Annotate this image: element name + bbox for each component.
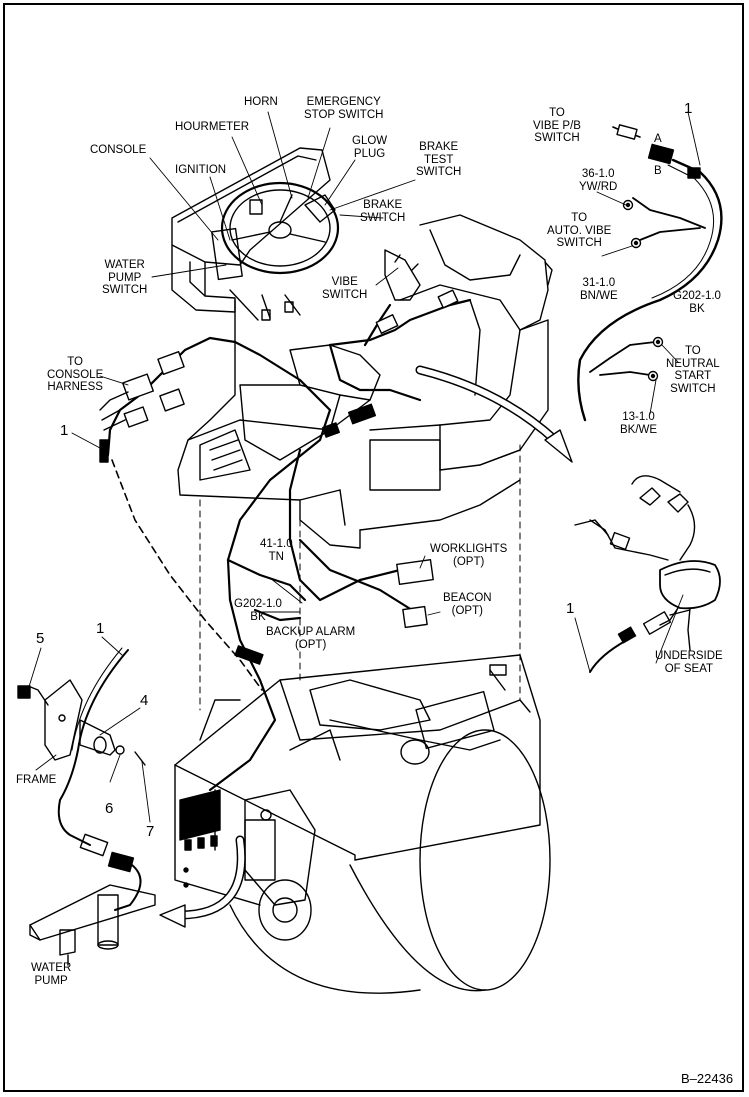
seat-detail-drawing	[574, 475, 721, 673]
label-emergency-stop-switch: EMERGENCY STOP SWITCH	[304, 96, 384, 121]
label-brake-test-switch: BRAKE TEST SWITCH	[416, 141, 462, 178]
label-beacon: BEACON (OPT)	[443, 592, 492, 617]
label-wire-g202-right: G202-1.0 BK	[673, 290, 721, 315]
label-ignition: IGNITION	[175, 164, 227, 176]
water-pump-pointer-arrow	[159, 835, 246, 928]
label-horn: HORN	[244, 96, 278, 108]
label-to-vibe-pb-switch: TO VIBE P/B SWITCH	[533, 107, 581, 144]
callout-4: 4	[140, 692, 149, 709]
label-vibe-switch: VIBE SWITCH	[322, 276, 368, 301]
callout-5: 5	[36, 630, 45, 647]
label-water-pump: WATER PUMP	[31, 962, 72, 987]
seat-pointer-arrow	[415, 365, 573, 463]
callout-7: 7	[146, 823, 155, 840]
label-brake-switch: BRAKE SWITCH	[360, 199, 406, 224]
callout-1-bottom: 1	[96, 620, 105, 637]
callout-1-top-right: 1	[684, 100, 693, 117]
vibe-harness-drawing	[577, 124, 723, 422]
label-connector-b: B	[654, 165, 662, 177]
label-backup-alarm: BACKUP ALARM (OPT)	[266, 626, 356, 651]
label-wire-41: 41-1.0 TN	[260, 538, 293, 563]
frame-bracket-drawing	[17, 647, 156, 966]
label-connector-a: A	[654, 133, 662, 145]
callout-1-seat: 1	[566, 600, 575, 617]
callout-1-left: 1	[60, 422, 69, 439]
label-glow-plug: GLOW PLUG	[352, 135, 388, 160]
harness-dashed-connection	[111, 459, 263, 691]
label-frame: FRAME	[16, 774, 57, 786]
label-to-console-harness: TO CONSOLE HARNESS	[47, 356, 104, 393]
label-underside-of-seat: UNDERSIDE OF SEAT	[655, 650, 723, 675]
roller-frame-drawing	[174, 654, 551, 994]
label-worklights: WORKLIGHTS (OPT)	[430, 543, 508, 568]
label-wire-g202-center: G202-1.0 BK	[234, 598, 282, 623]
leader-lines	[27, 111, 701, 823]
label-wire-13: 13-1.0 BK/WE	[620, 411, 658, 436]
label-hourmeter: HOURMETER	[175, 121, 250, 133]
label-water-pump-switch: WATER PUMP SWITCH	[102, 259, 148, 296]
label-to-neutral-start-switch: TO NEUTRAL START SWITCH	[666, 345, 720, 395]
alignment-lines	[199, 444, 521, 711]
figure-reference: B–22436	[681, 1071, 734, 1086]
label-wire-31: 31-1.0 BN/WE	[580, 277, 618, 302]
label-console: CONSOLE	[90, 144, 147, 156]
callout-6: 6	[105, 800, 114, 817]
console-connectors	[99, 289, 459, 665]
console-drawing	[171, 147, 340, 321]
label-to-auto-vibe-switch: TO AUTO. VIBE SWITCH	[547, 212, 612, 249]
label-wire-36: 36-1.0 YW/RD	[579, 168, 618, 193]
